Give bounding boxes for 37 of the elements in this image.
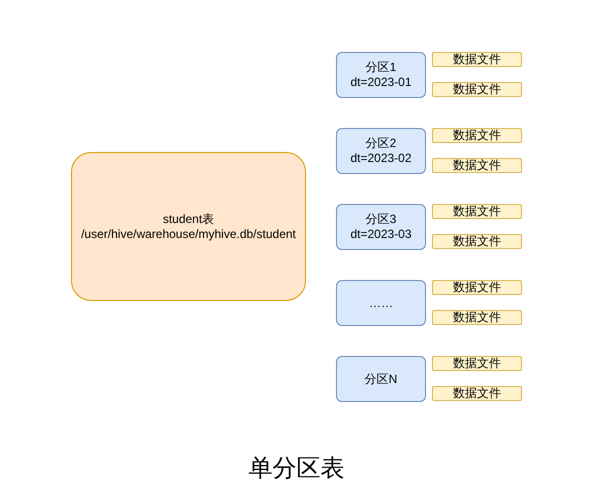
partition-box <box>336 280 426 326</box>
file-box <box>432 204 522 219</box>
file-box <box>432 52 522 67</box>
node-label: …… <box>369 296 393 310</box>
node-label: 分区1 <box>366 60 396 75</box>
node-subtext: dt=2023-02 <box>350 151 412 166</box>
file-box <box>432 82 522 97</box>
file-box <box>432 234 522 249</box>
file-box <box>432 280 522 295</box>
partition-box <box>336 128 426 174</box>
node-label: 数据文件 <box>453 310 501 325</box>
node-subtext: dt=2023-03 <box>350 227 412 242</box>
node-subtext: dt=2023-01 <box>350 75 412 90</box>
node-label: 数据文件 <box>453 82 501 97</box>
node-label: 数据文件 <box>453 204 501 219</box>
node-label: 分区3 <box>366 212 396 227</box>
node-label: 数据文件 <box>453 386 501 401</box>
file-box <box>432 310 522 325</box>
node-label: 数据文件 <box>453 280 501 295</box>
node-subtext: /user/hive/warehouse/myhive.db/student <box>81 226 296 242</box>
node-label: 数据文件 <box>453 128 501 143</box>
file-box <box>432 356 522 371</box>
node-label: 数据文件 <box>453 234 501 249</box>
partition-box <box>336 356 426 402</box>
node-label: 数据文件 <box>453 158 501 173</box>
partition-box <box>336 52 426 98</box>
node-label: 数据文件 <box>453 52 501 67</box>
node-label: 分区2 <box>366 136 396 151</box>
file-box <box>432 158 522 173</box>
node-label: student表 <box>162 212 214 226</box>
diagram-title: 单分区表 <box>248 455 346 484</box>
node-label: 分区N <box>364 372 398 386</box>
file-box <box>432 386 522 401</box>
table-box <box>71 152 306 301</box>
node-label: 数据文件 <box>453 356 501 371</box>
partition-box <box>336 204 426 250</box>
file-box <box>432 128 522 143</box>
